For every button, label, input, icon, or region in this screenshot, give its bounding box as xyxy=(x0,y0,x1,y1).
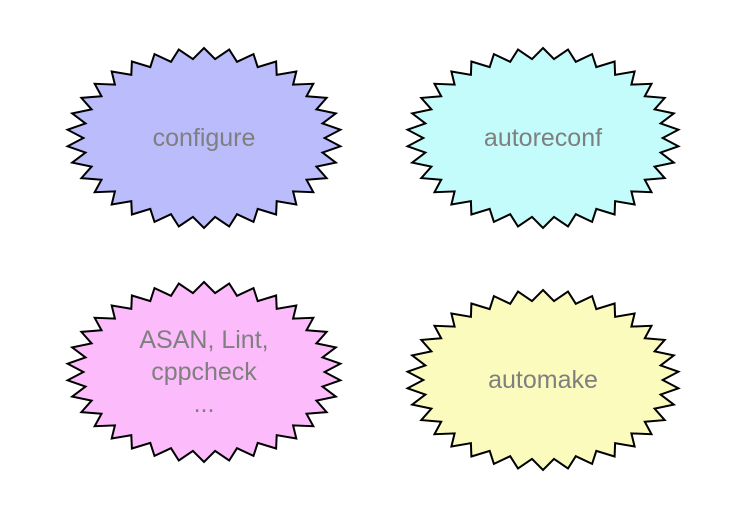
starburst-shape xyxy=(405,288,681,472)
burst-node-asan-lint-cppcheck: ASAN, Lint, cppcheck... xyxy=(65,280,343,464)
burst-label: cppcheck xyxy=(151,358,257,386)
starburst-shape xyxy=(65,280,343,464)
burst-node-automake: automake xyxy=(405,288,681,472)
burst-label: automake xyxy=(488,366,598,394)
burst-node-configure: configure xyxy=(65,46,343,230)
starburst-shape xyxy=(405,46,681,230)
burst-node-autoreconf: autoreconf xyxy=(405,46,681,230)
burst-label: autoreconf xyxy=(484,124,602,152)
burst-label: configure xyxy=(153,124,256,152)
burst-label: ... xyxy=(194,390,215,418)
starburst-shape xyxy=(65,46,343,230)
burst-label: ASAN, Lint, xyxy=(139,326,268,354)
